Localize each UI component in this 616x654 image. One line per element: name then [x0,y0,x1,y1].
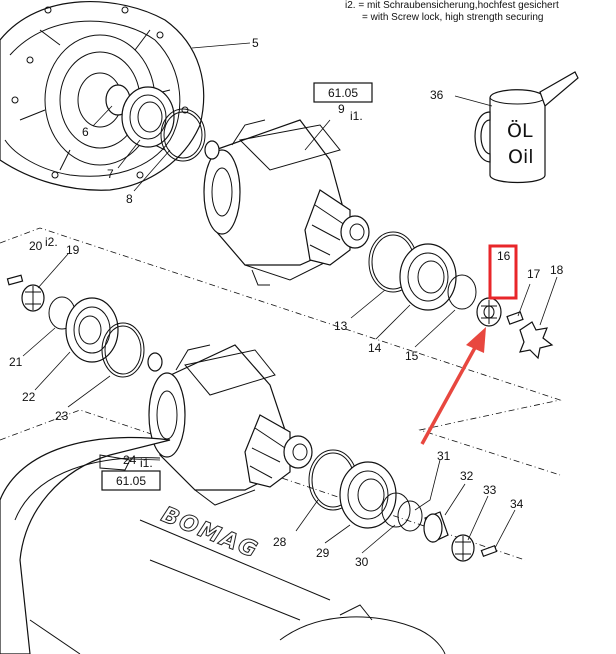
oil-can-label-de: ÖL [507,119,533,142]
ring-part-15 [447,274,477,310]
callout-17: 17 [527,267,541,281]
bearing-part-14 [399,243,457,311]
callout-14: 14 [368,341,382,355]
reference-box-top [313,82,373,103]
screw-part-20 [6,274,24,286]
callout-18: 18 [550,263,564,277]
callout-34: 34 [510,497,524,511]
bearing-part-7 [121,86,175,148]
oil-can-label-en: Oil [508,146,534,168]
screw-part-34 [480,545,498,557]
reference-box-bottom-text: 61.05 [116,474,146,488]
coupling-part-19 [21,284,45,312]
callout-21: 21 [9,355,23,369]
assembly-boundary-lower [0,409,526,561]
callout-31: 31 [437,449,451,463]
coupling-part-33 [451,534,475,562]
oil-can-part-36 [474,71,579,184]
callout-24-suffix: i1. [140,456,153,470]
star-coupling-part-18 [519,321,554,360]
callout-15: 15 [405,349,419,363]
callout-23: 23 [55,409,69,423]
highlight-box-part-16 [488,244,518,300]
drum-frame [0,437,446,654]
bushing-part-32 [423,511,449,543]
gearbox-part-24 [148,344,313,506]
screw-part-17 [506,311,524,325]
callout-5: 5 [252,36,259,50]
reference-box-bottom [101,470,161,491]
brand-text: BOMAG [158,502,262,564]
callout-28: 28 [273,535,287,549]
ring-part-30 [381,492,411,528]
callout-24: 24 [123,453,137,467]
callout-6: 6 [82,125,89,139]
highlight-arrow [420,327,486,445]
callout-36: 36 [430,88,444,102]
note-i2-line1: i2. = mit Schraubensicherung,hochfest ge… [345,0,559,11]
callout-9-suffix: i1. [350,109,363,123]
bearing-part-22 [65,297,119,363]
assembly-boundary-upper [0,227,562,476]
note-i2-line2: = with Screw lock, high strength securin… [362,12,543,23]
callout-16: 16 [497,249,511,263]
circlip-part-23 [101,322,145,378]
reference-box-top-text: 61.05 [328,86,358,100]
callout-32: 32 [460,469,474,483]
callout-22: 22 [22,390,36,404]
callout-20: 20 [29,239,43,253]
callout-33: 33 [483,483,497,497]
callout-8: 8 [126,192,133,206]
coupling-part-16 [476,297,502,327]
wheel-hub-part-5 [0,1,205,191]
leader-lines [22,42,558,554]
callout-7: 7 [107,167,114,181]
callout-29: 29 [316,546,330,560]
callout-30: 30 [355,555,369,569]
circlip-part-8 [160,108,206,162]
bearing-part-29 [339,461,397,529]
callout-19: 19 [66,243,80,257]
callout-20-suffix: i2. [45,235,58,249]
ring-part-31 [397,500,423,532]
o-ring-small [204,140,220,160]
callout-13: 13 [334,319,348,333]
callout-9: 9 [338,102,345,116]
gearbox-part-9 [203,119,370,286]
o-ring-small-lower [147,352,163,372]
